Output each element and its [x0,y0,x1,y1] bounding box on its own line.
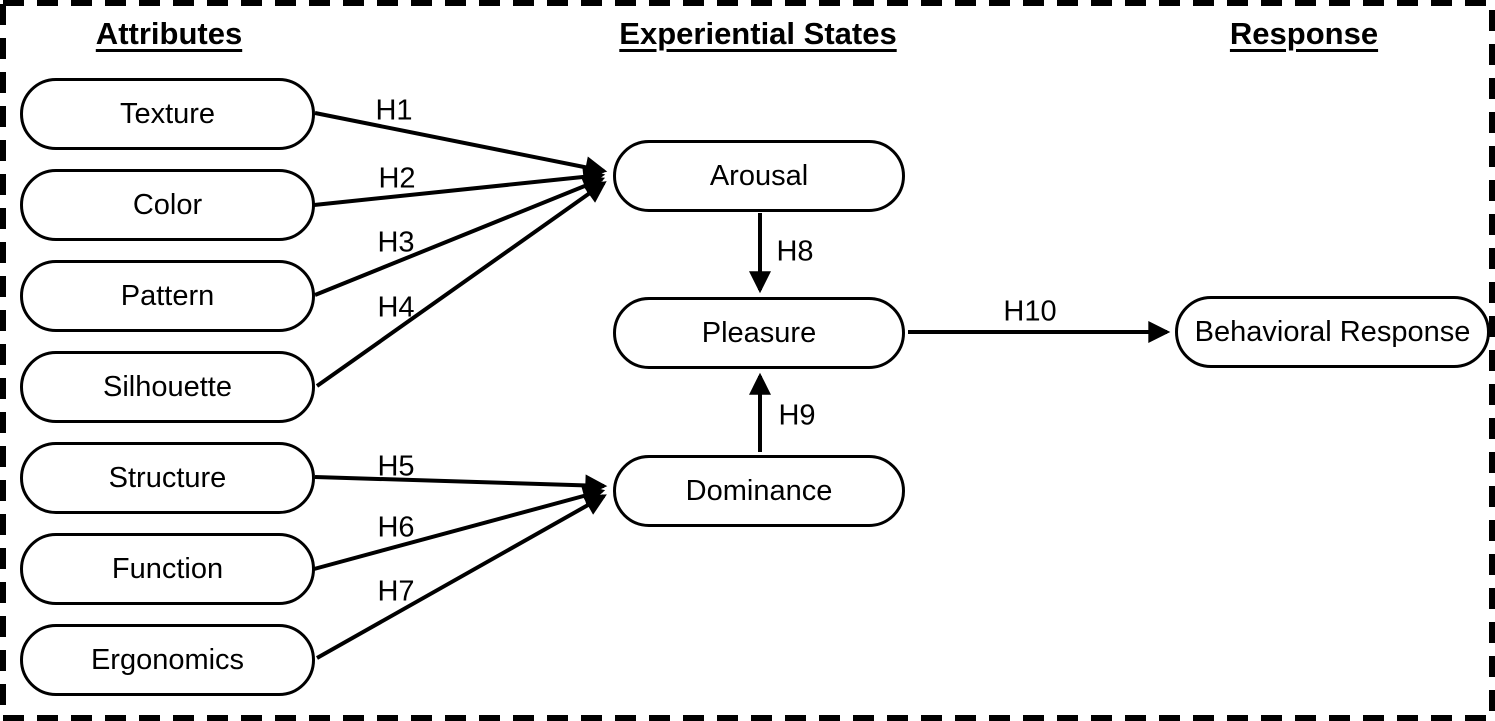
node-ergonomics: Ergonomics [20,624,315,696]
node-texture: Texture [20,78,315,150]
column-header-experiential-states: Experiential States [619,16,897,51]
node-pleasure: Pleasure [613,297,905,369]
node-pattern: Pattern [20,260,315,332]
column-header-response: Response [1229,16,1379,51]
edge-label-h8: H8 [776,235,814,268]
edge-label-h4: H4 [377,291,415,324]
node-dominance: Dominance [613,455,905,527]
edge-label-h10: H10 [1003,295,1057,328]
edge-label-h9: H9 [778,399,816,432]
edge-label-h5: H5 [377,450,415,483]
edge-h4-line [315,181,607,388]
edge-h6-line [313,485,606,571]
edge-label-h1: H1 [375,94,413,127]
node-structure: Structure [20,442,315,514]
edge-label-h7: H7 [377,575,415,608]
node-function: Function [20,533,315,605]
column-header-attributes: Attributes [95,16,243,51]
edge-h5-line [314,474,608,497]
node-behavioral-response: Behavioral Response [1175,296,1490,368]
node-color: Color [20,169,315,241]
node-silhouette: Silhouette [20,351,315,423]
node-arousal: Arousal [613,140,905,212]
edge-label-h2: H2 [378,162,416,195]
edge-h3-line [314,175,606,297]
edge-h2-line [313,165,606,207]
edge-label-h3: H3 [377,226,415,259]
edge-h1-line [314,111,608,179]
edge-h7-line [316,494,607,660]
edge-label-h6: H6 [377,511,415,544]
